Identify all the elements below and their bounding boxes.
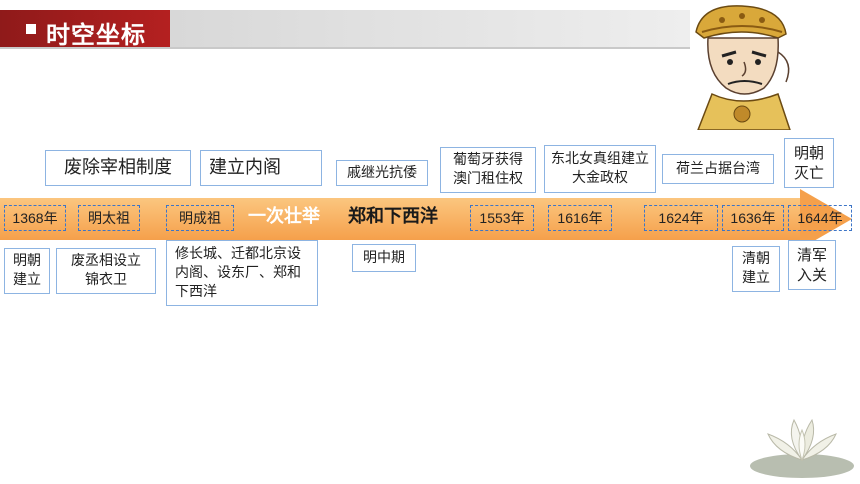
label-zheng-he: 郑和下西洋 [348, 206, 438, 227]
box-chengzu-deeds: 修长城、迁都北京设内阁、设东厂、郑和下西洋 [166, 240, 318, 306]
year-1624: 1624年 [644, 205, 718, 231]
box-jinyiwei: 废丞相设立锦衣卫 [56, 248, 156, 294]
box-qing-founded: 清朝建立 [732, 246, 780, 292]
box-ming-founded: 明朝建立 [4, 248, 50, 294]
box-dutch-taiwan: 荷兰占据台湾 [662, 154, 774, 184]
box-portugal-macau: 葡萄牙获得澳门租住权 [440, 147, 536, 193]
lotus-decoration [750, 418, 854, 478]
label-chengzu: 明成祖 [166, 205, 234, 231]
year-1644: 1644年 [788, 205, 852, 231]
box-ming-fall: 明朝灭亡 [784, 138, 834, 188]
box-mid-ming: 明中期 [352, 244, 416, 272]
label-taizu: 明太祖 [78, 205, 140, 231]
emperor-illustration [695, 5, 791, 130]
box-qi-jiguang: 戚继光抗倭 [336, 160, 428, 186]
year-1636: 1636年 [722, 205, 784, 231]
box-qing-enter: 清军入关 [788, 240, 836, 290]
header-bullet-icon [26, 24, 36, 34]
label-feat: 一次壮举 [248, 206, 320, 227]
header-rule [0, 47, 690, 49]
box-establish-cabinet: 建立内阁 [200, 150, 322, 186]
header-bar: 时空坐标 [0, 10, 690, 49]
box-abolish-chancellor: 废除宰相制度 [45, 150, 191, 186]
year-1368: 1368年 [4, 205, 66, 231]
box-later-jin: 东北女真组建立大金政权 [544, 145, 656, 193]
page-title: 时空坐标 [46, 21, 146, 49]
year-1616: 1616年 [548, 205, 612, 231]
timeline-arrowhead-icon [800, 189, 852, 249]
year-1553: 1553年 [470, 205, 534, 231]
